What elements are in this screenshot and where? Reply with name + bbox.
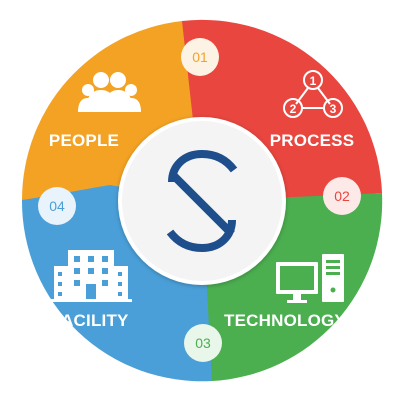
svg-text:02: 02	[334, 188, 350, 204]
people-icon	[78, 72, 141, 112]
center-hub	[118, 117, 286, 285]
segment-label-facility: FACILITY	[51, 311, 129, 330]
segment-label-technology: TECHNOLOGY	[224, 311, 346, 330]
logo-s-icon	[166, 149, 238, 253]
process-step-2: 2	[290, 102, 297, 116]
number-tab-01: 01	[181, 38, 219, 76]
segment-label-people: PEOPLE	[49, 131, 119, 150]
number-tab-03: 03	[184, 324, 222, 362]
svg-text:03: 03	[195, 335, 211, 351]
number-tab-02: 02	[323, 177, 361, 215]
process-steps-icon	[283, 70, 343, 118]
svg-text:04: 04	[49, 198, 65, 214]
computer-icon	[276, 254, 344, 303]
svg-text:01: 01	[192, 49, 208, 65]
process-step-3: 3	[330, 102, 337, 116]
process-step-1: 1	[310, 74, 317, 88]
number-tab-04: 04	[38, 187, 76, 225]
segment-label-process: PROCESS	[270, 131, 355, 150]
building-icon	[50, 250, 132, 302]
